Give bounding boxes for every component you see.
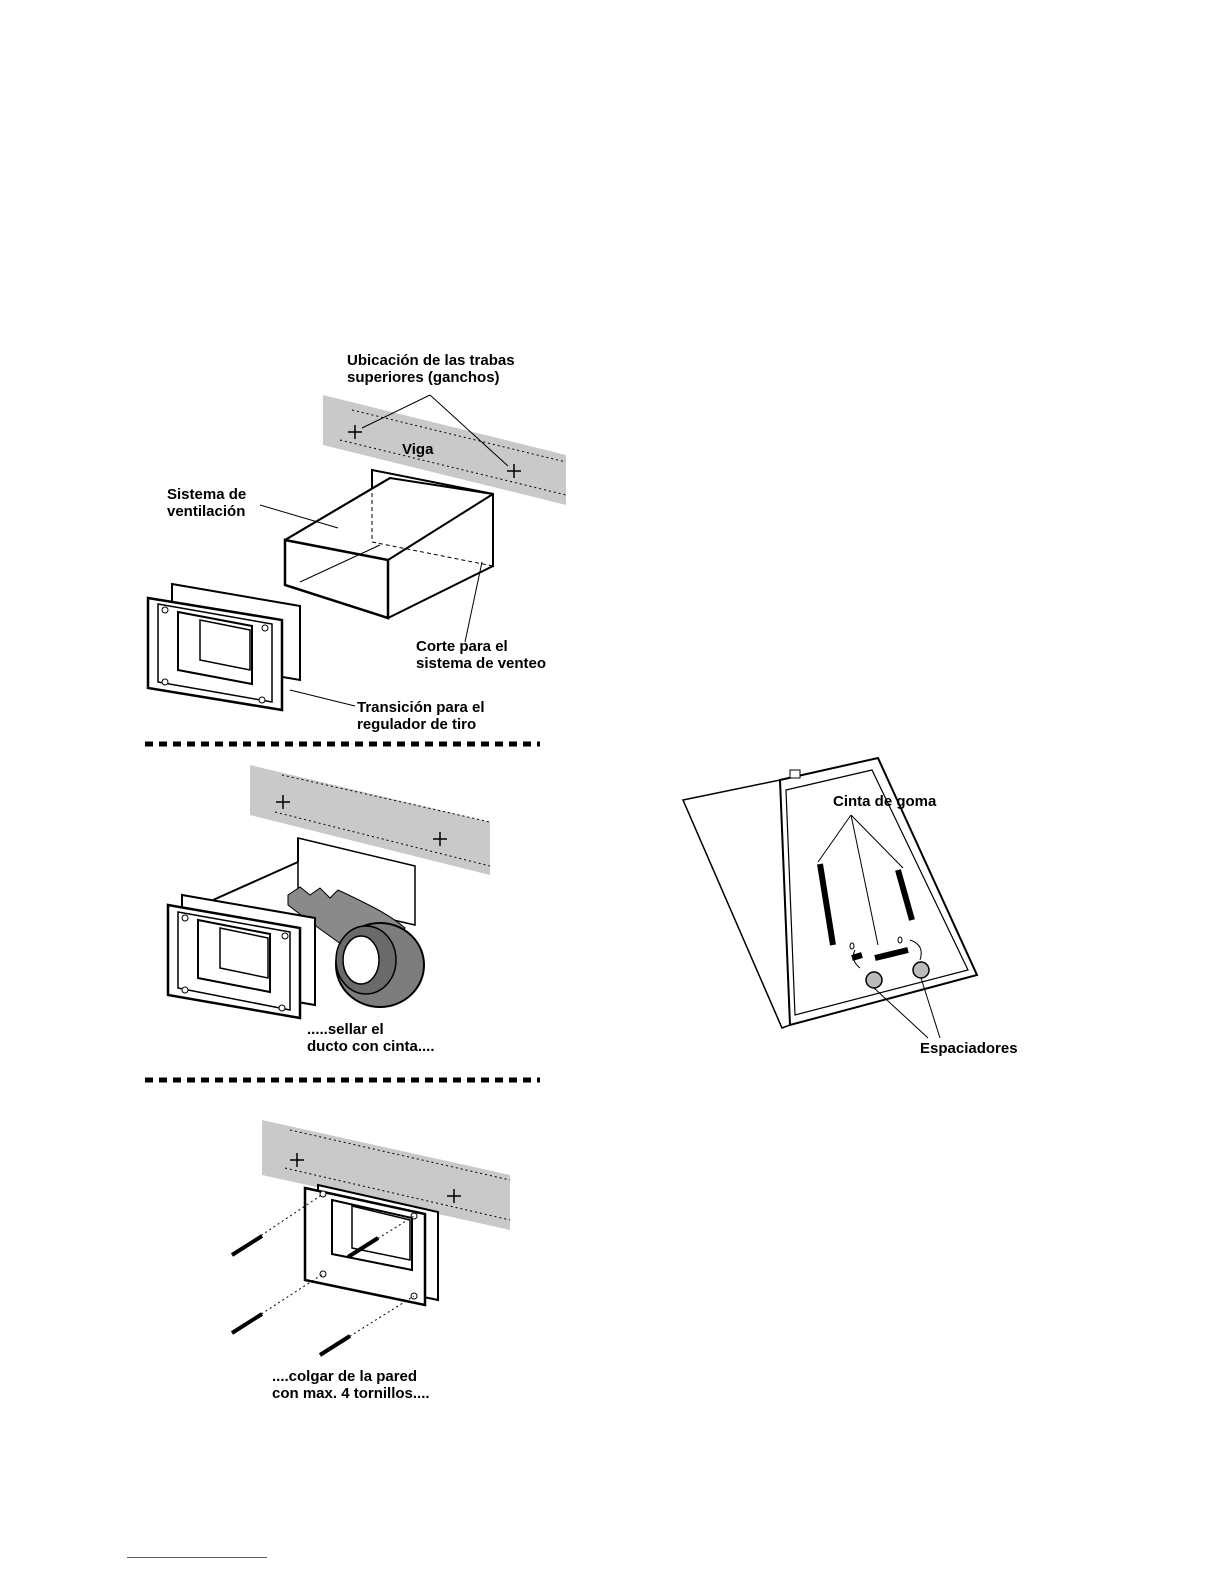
label-spacers: Espaciadores bbox=[920, 1040, 1018, 1057]
leader-transition bbox=[290, 690, 355, 706]
label-transition-line1: Transición para el bbox=[357, 699, 485, 716]
label-cut-line2: sistema de venteo bbox=[416, 655, 546, 672]
label-tape-line1: .....sellar el bbox=[307, 1021, 384, 1038]
label-beam: Viga bbox=[402, 441, 433, 458]
transition-frame-2 bbox=[168, 895, 315, 1018]
spacer-right bbox=[913, 962, 929, 978]
label-screws-line1: ....colgar de la pared bbox=[272, 1368, 417, 1385]
footer-rule bbox=[127, 1557, 267, 1558]
draft-transition-frame bbox=[148, 584, 300, 710]
label-screws-line2: con max. 4 tornillos.... bbox=[272, 1385, 430, 1402]
label-transition-line2: regulador de tiro bbox=[357, 716, 476, 733]
label-hooks-line2: superiores (ganchos) bbox=[347, 369, 500, 386]
vent-box bbox=[285, 470, 493, 618]
label-vent-system-line1: Sistema de bbox=[167, 486, 246, 503]
label-rubber-tape: Cinta de goma bbox=[833, 793, 936, 810]
label-tape-line2: ducto con cinta.... bbox=[307, 1038, 435, 1055]
spacer-left bbox=[866, 972, 882, 988]
label-hooks-line1: Ubicación de las trabas bbox=[347, 352, 515, 369]
label-vent-system-line2: ventilación bbox=[167, 503, 245, 520]
label-cut-line1: Corte para el bbox=[416, 638, 508, 655]
